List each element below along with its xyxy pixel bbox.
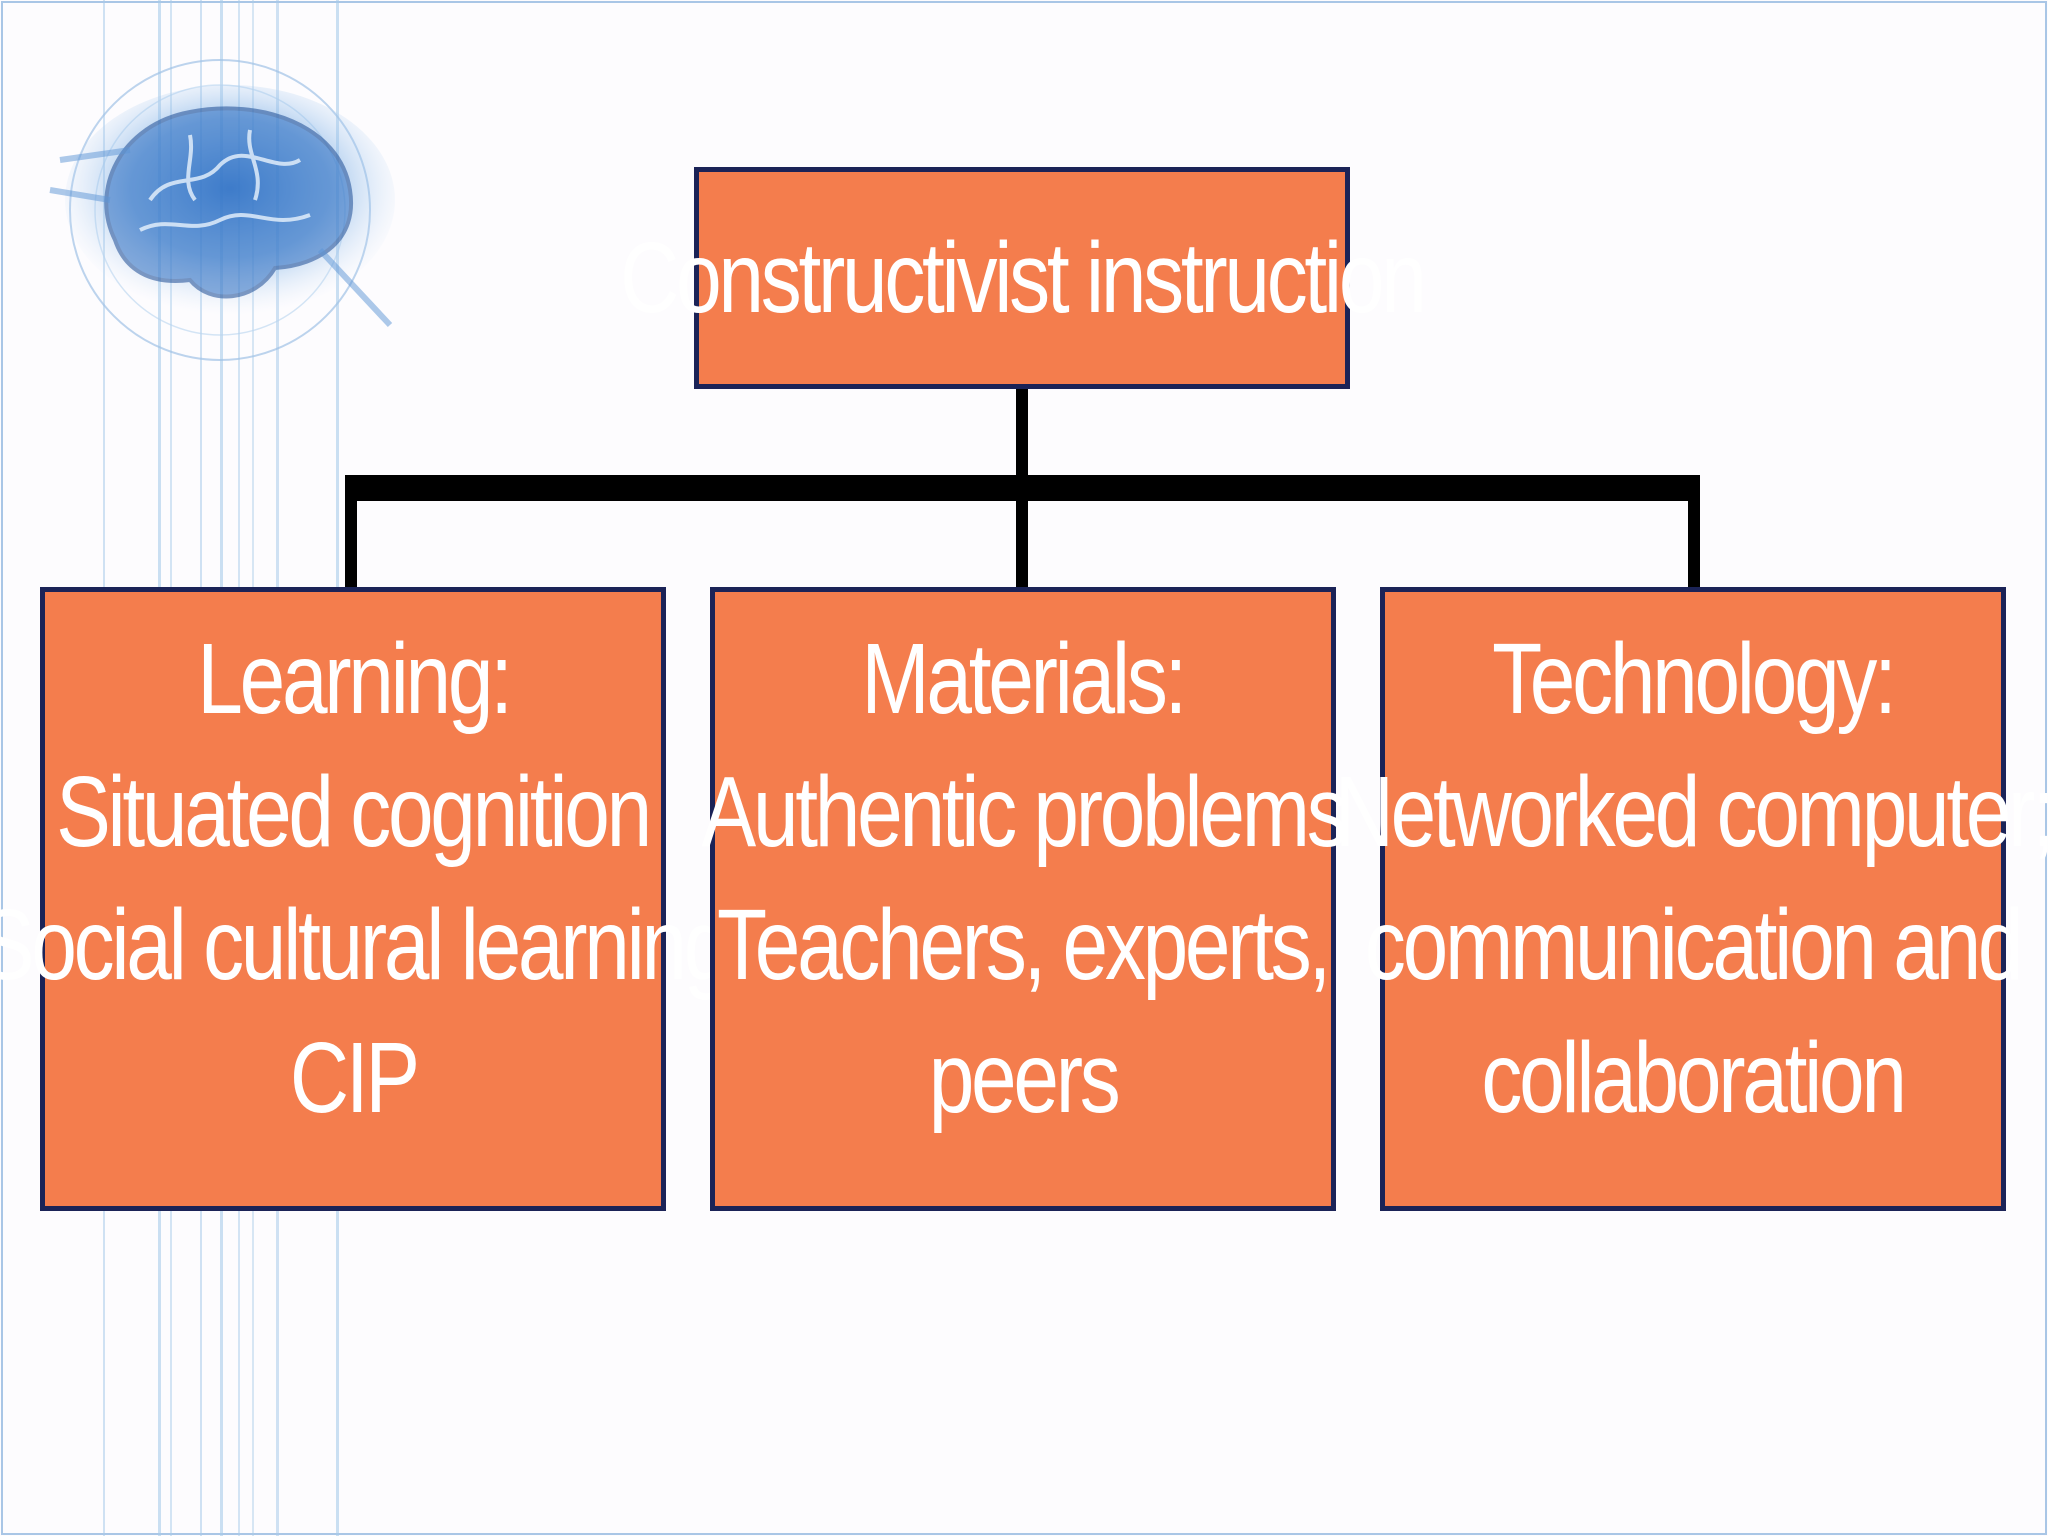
connector-technology — [1688, 475, 1700, 587]
node-learning: Learning: Situated cognition Social cult… — [0, 587, 729, 1211]
node-learning-line: Situated cognition — [56, 756, 653, 868]
node-learning-line: CIP — [289, 1022, 420, 1134]
node-materials-line: Authentic problems — [701, 756, 1348, 868]
connector-materials — [1016, 475, 1028, 587]
root-node-label: Constructivist instruction — [620, 222, 1427, 334]
node-materials-line: peers — [928, 1022, 1121, 1134]
node-technology-line: collaboration — [1481, 1022, 1908, 1134]
node-learning-heading: Learning: — [196, 623, 513, 735]
node-learning-line: Social cultural learning — [0, 889, 729, 1001]
node-technology-heading: Technology: — [1492, 623, 1897, 735]
connector-learning — [345, 475, 357, 587]
node-technology: Technology: Networked computer; communic… — [1335, 587, 2048, 1211]
node-technology-line: communication and — [1365, 889, 2024, 1001]
node-technology-line: Networked computer; — [1334, 756, 2048, 868]
node-materials: Materials: Authentic problems Teachers, … — [702, 587, 1348, 1211]
node-materials-line: Teachers, experts, — [717, 889, 1332, 1001]
connector-root-stem — [1016, 389, 1028, 487]
root-node: Constructivist instruction — [620, 167, 1427, 389]
node-materials-heading: Materials: — [861, 623, 1188, 735]
brain-icon — [49, 59, 395, 361]
